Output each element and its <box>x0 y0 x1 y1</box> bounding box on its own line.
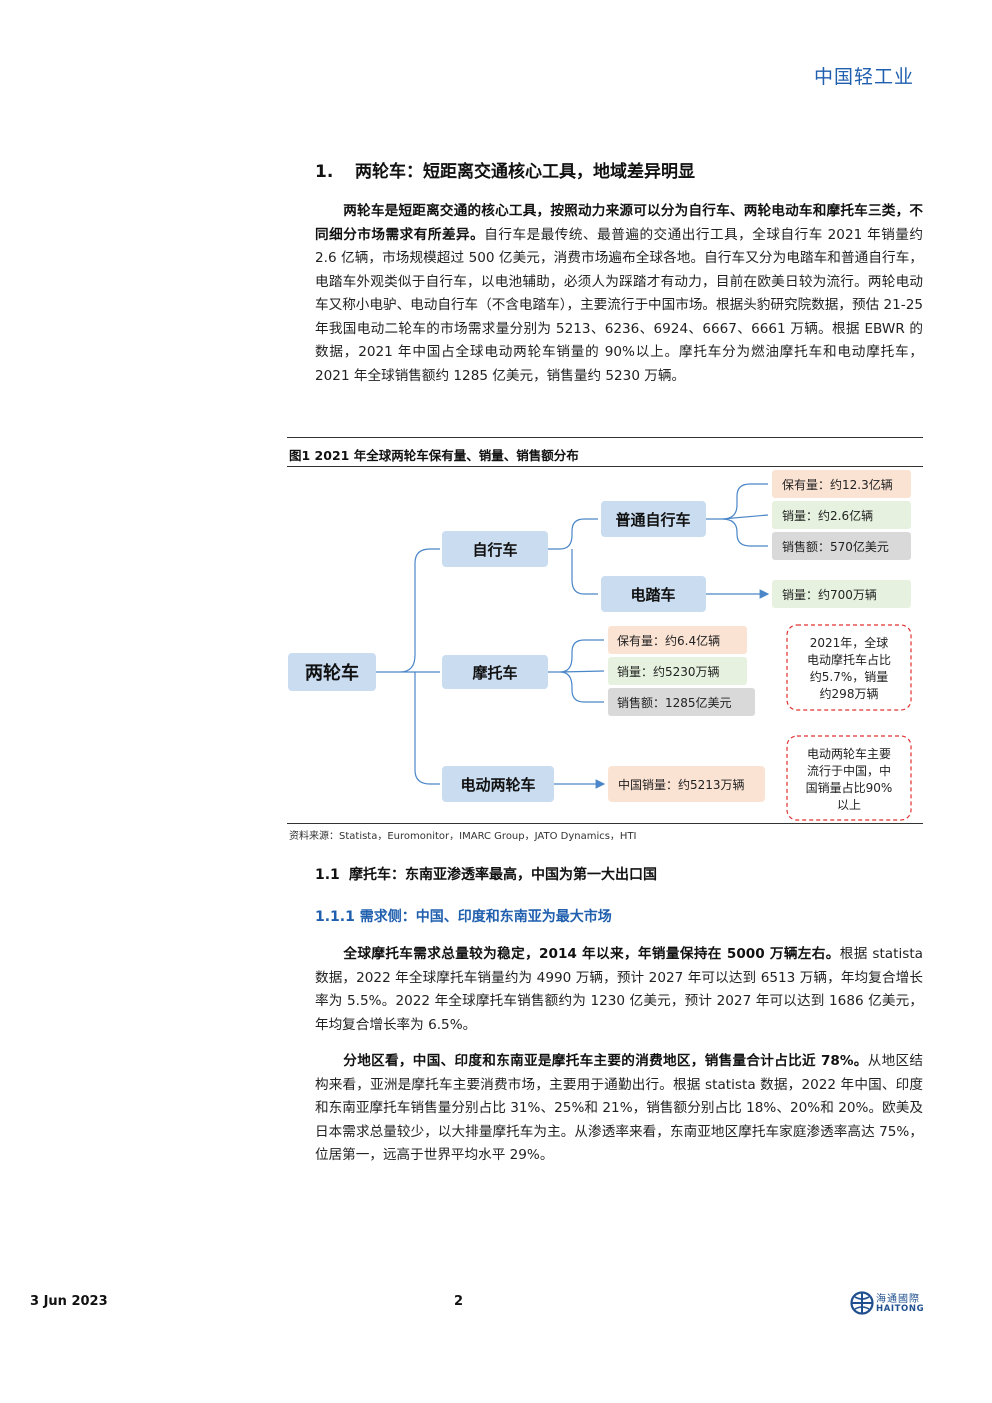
etw-node-label: 电动两轮车 <box>460 776 535 794</box>
etw-note-line-3: 国销量占比90% <box>806 780 893 795</box>
ebike-node-box <box>601 576 706 612</box>
subsubsection-heading: 1.1.1 需求侧：中国、印度和东南亚为最大市场 <box>315 909 612 925</box>
moto-note-line-3: 约5.7%，销量 <box>810 669 889 684</box>
section-title: 两轮车：短距离交通核心工具，地域差异明显 <box>355 162 695 182</box>
regular-stock-box <box>772 470 911 498</box>
moto-stock-label: 保有量：约6.4亿辆 <box>617 633 720 648</box>
regular-bicycle-brace <box>706 483 769 547</box>
figure-caption-rule <box>287 466 923 467</box>
bicycle-node-label: 自行车 <box>472 541 517 559</box>
bicycle-brace <box>548 518 598 595</box>
subsection-heading: 1.1 摩托车：东南亚渗透率最高，中国为第一大出口国 <box>315 864 657 884</box>
figure-source: 资料来源：Statista，Euromonitor，IMARC Group，JA… <box>289 831 637 842</box>
etw-node-box <box>442 766 554 802</box>
intro-body: 自行车是最传统、最普遍的交通出行工具，全球自行车 2021 年销量约 2.6 亿… <box>315 226 923 384</box>
root-brace <box>376 548 440 785</box>
motorcycle-node-box <box>442 655 548 689</box>
intro-paragraph: 两轮车是短距离交通的核心工具，按照动力来源可以分为自行车、两轮电动车和摩托车三类… <box>315 200 923 388</box>
etw-sales-label: 中国销量：约5213万辆 <box>618 777 745 792</box>
root-node-label: 两轮车 <box>305 662 359 684</box>
etw-note-line-2: 流行于中国，中 <box>807 763 891 778</box>
etw-note-box <box>786 735 912 821</box>
moto-note-line-1: 2021年，全球 <box>810 635 889 650</box>
demand-paragraph-1: 全球摩托车需求总量较为稳定，2014 年以来，年销量保持在 5000 万辆左右。… <box>315 943 923 1037</box>
footer-date: 3 Jun 2023 <box>30 1294 108 1309</box>
logo-chinese-name: 海通國際 <box>876 1294 920 1305</box>
demand-lead-1: 全球摩托车需求总量较为稳定，2014 年以来，年销量保持在 5000 万辆左右。 <box>343 946 840 962</box>
logo-english-name: HAITONG <box>876 1304 925 1314</box>
report-header-title: 中国轻工业 <box>813 66 914 88</box>
regular-revenue-box <box>772 532 911 560</box>
moto-note-line-2: 电动摩托车占比 <box>807 652 891 667</box>
moto-sales-label: 销量：约5230万辆 <box>617 664 720 679</box>
subsection-number: 1.1 <box>315 867 340 883</box>
figure-bottom-rule <box>287 823 923 824</box>
haitong-logo-icon <box>850 1291 874 1315</box>
moto-stock-box <box>608 626 747 654</box>
section-number: 1. <box>315 162 334 182</box>
ebike-sales-label: 销量：约700万辆 <box>782 587 877 602</box>
moto-revenue-label: 销售额：1285亿美元 <box>617 695 732 710</box>
regular-revenue-label: 销售额：570亿美元 <box>782 539 889 554</box>
two-wheeler-tree-diagram: 两轮车 自行车 摩托车 电动两轮车 普通自行车 电踏车 保有量：约12.3亿辆 … <box>288 470 912 821</box>
regular-stock-label: 保有量：约12.3亿辆 <box>782 477 893 492</box>
regular-bicycle-node-box <box>601 501 706 537</box>
ebike-sales-box <box>772 580 911 608</box>
demand-lead-2: 分地区看，中国、印度和东南亚是摩托车主要的消费地区，销售量合计占比近 78%。 <box>343 1053 868 1069</box>
motorcycle-brace <box>548 639 605 703</box>
moto-revenue-box <box>608 688 755 716</box>
regular-sales-box <box>772 501 911 529</box>
ebike-node-label: 电踏车 <box>630 586 675 604</box>
demand-body-2: 从地区结构来看，亚洲是摩托车主要消费市场，主要用于通勤出行。根据 statist… <box>315 1053 923 1163</box>
section-heading: 1. 两轮车：短距离交通核心工具，地域差异明显 <box>315 157 695 182</box>
intro-lead: 两轮车是短距离交通的核心工具，按照动力来源可以分为自行车、两轮电动车和摩托车三类… <box>315 203 923 243</box>
etw-sales-box <box>608 766 765 802</box>
moto-note-line-4: 约298万辆 <box>820 686 879 701</box>
demand-paragraph-2: 分地区看，中国、印度和东南亚是摩托车主要的消费地区，销售量合计占比近 78%。从… <box>315 1050 923 1168</box>
moto-note-box <box>786 624 912 711</box>
page-number: 2 <box>454 1294 464 1309</box>
etw-note-line-4: 以上 <box>837 798 861 812</box>
figure-caption: 图1 2021 年全球两轮车保有量、销量、销售额分布 <box>289 448 579 463</box>
root-node-box <box>288 653 376 691</box>
etw-note-line-1: 电动两轮车主要 <box>807 746 891 761</box>
moto-sales-box <box>608 657 747 685</box>
demand-body-1: 根据 statista 数据，2022 年全球摩托车销量约为 4990 万辆，预… <box>315 946 923 1033</box>
subsection-title: 摩托车：东南亚渗透率最高，中国为第一大出口国 <box>349 867 657 883</box>
figure-top-rule <box>287 437 923 438</box>
regular-bicycle-node-label: 普通自行车 <box>615 511 690 529</box>
bicycle-node-box <box>442 531 548 567</box>
regular-sales-label: 销量：约2.6亿辆 <box>782 508 873 523</box>
motorcycle-node-label: 摩托车 <box>472 664 517 682</box>
